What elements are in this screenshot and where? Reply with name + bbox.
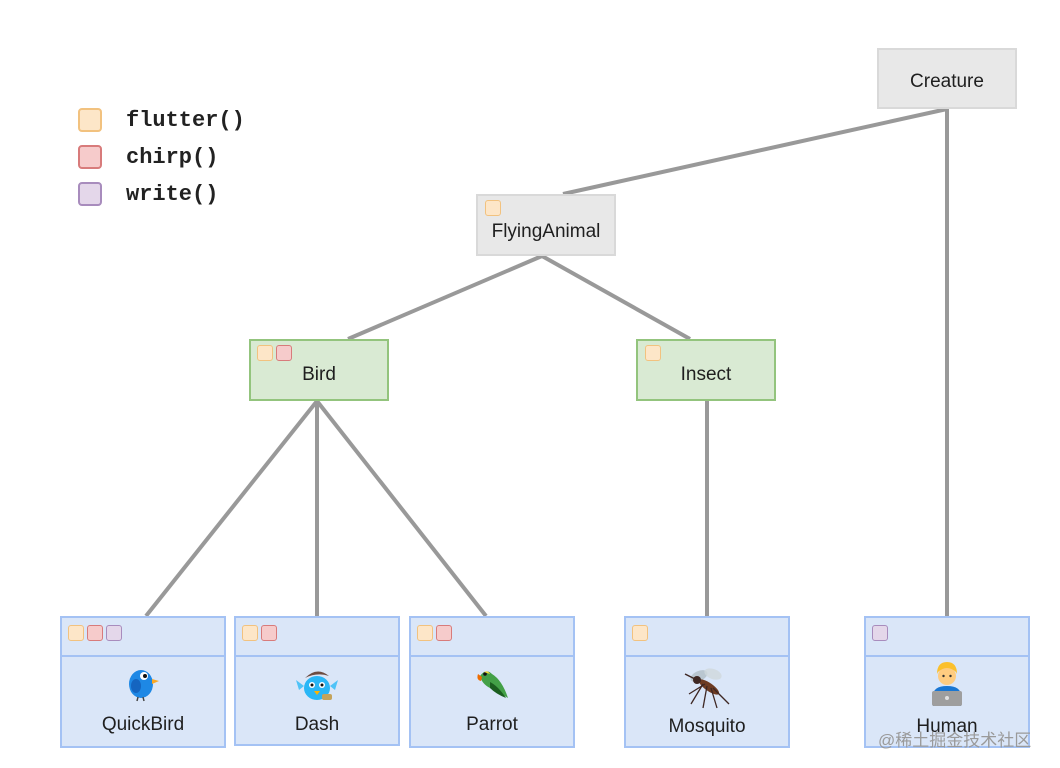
flutter-swatch	[68, 625, 84, 641]
node-flying-animal-label: FlyingAnimal	[491, 221, 601, 242]
node-flying-animal-methods	[485, 200, 501, 216]
flutter-swatch	[632, 625, 648, 641]
leaf-parrot: Parrot	[409, 616, 575, 748]
flutter-swatch	[257, 345, 273, 361]
legend-write: write()	[78, 180, 218, 208]
chirp-swatch	[261, 625, 277, 641]
chirp-swatch	[436, 625, 452, 641]
node-insect: Insect	[636, 339, 776, 401]
leaf-mosquito: Mosquito	[624, 616, 790, 748]
flutter-swatch	[645, 345, 661, 361]
flutter-swatch	[242, 625, 258, 641]
mosquito-icon	[626, 660, 788, 715]
leaf-human-methods	[866, 618, 1028, 657]
chirp-swatch	[87, 625, 103, 641]
chirp-swatch	[276, 345, 292, 361]
leaf-dash: Dash	[234, 616, 400, 746]
node-bird: Bird	[249, 339, 389, 401]
edge-flying_animal-bird	[347, 254, 543, 341]
leaf-parrot-label: Parrot	[466, 714, 518, 735]
legend-write-label: write()	[126, 181, 219, 207]
edge-bird-quickbird	[144, 399, 319, 618]
leaf-human-label: Human	[916, 716, 978, 737]
legend-chirp: chirp()	[78, 143, 218, 171]
node-insect-methods	[645, 345, 661, 361]
node-bird-label: Bird	[302, 364, 336, 385]
leaf-parrot-methods	[411, 618, 573, 657]
leaf-dash-methods	[236, 618, 398, 657]
chirp-swatch	[78, 145, 102, 169]
leaf-quickbird-methods	[62, 618, 224, 657]
dash-mascot-icon	[236, 666, 398, 707]
leaf-human: Human	[864, 616, 1030, 748]
watermark-text: @稀土掘金技术社区	[878, 731, 1032, 750]
leaf-dash-label: Dash	[294, 714, 340, 735]
write-swatch	[106, 625, 122, 641]
flutter-swatch	[78, 108, 102, 132]
legend-flutter-label: flutter()	[126, 107, 245, 133]
flutter-swatch	[417, 625, 433, 641]
technologist-icon	[866, 660, 1028, 713]
leaf-quickbird-label: QuickBird	[101, 714, 185, 735]
blue-bird-icon	[62, 664, 224, 707]
write-swatch	[78, 182, 102, 206]
legend-flutter: flutter()	[78, 106, 245, 134]
flutter-swatch	[485, 200, 501, 216]
node-insect-label: Insect	[680, 364, 732, 385]
edge-creature-flying_animal	[562, 107, 948, 196]
parrot-icon	[411, 666, 573, 707]
leaf-mosquito-methods	[626, 618, 788, 657]
leaf-quickbird: QuickBird	[60, 616, 226, 748]
edge-bird-parrot	[315, 399, 488, 618]
edge-flying_animal-insect	[541, 254, 691, 341]
node-bird-methods	[257, 345, 292, 361]
leaf-mosquito-label: Mosquito	[668, 716, 746, 737]
write-swatch	[872, 625, 888, 641]
legend-chirp-label: chirp()	[126, 144, 219, 170]
node-flying-animal: FlyingAnimal	[476, 194, 616, 256]
node-creature-label: Creature	[910, 71, 984, 92]
node-creature: Creature	[877, 48, 1017, 109]
